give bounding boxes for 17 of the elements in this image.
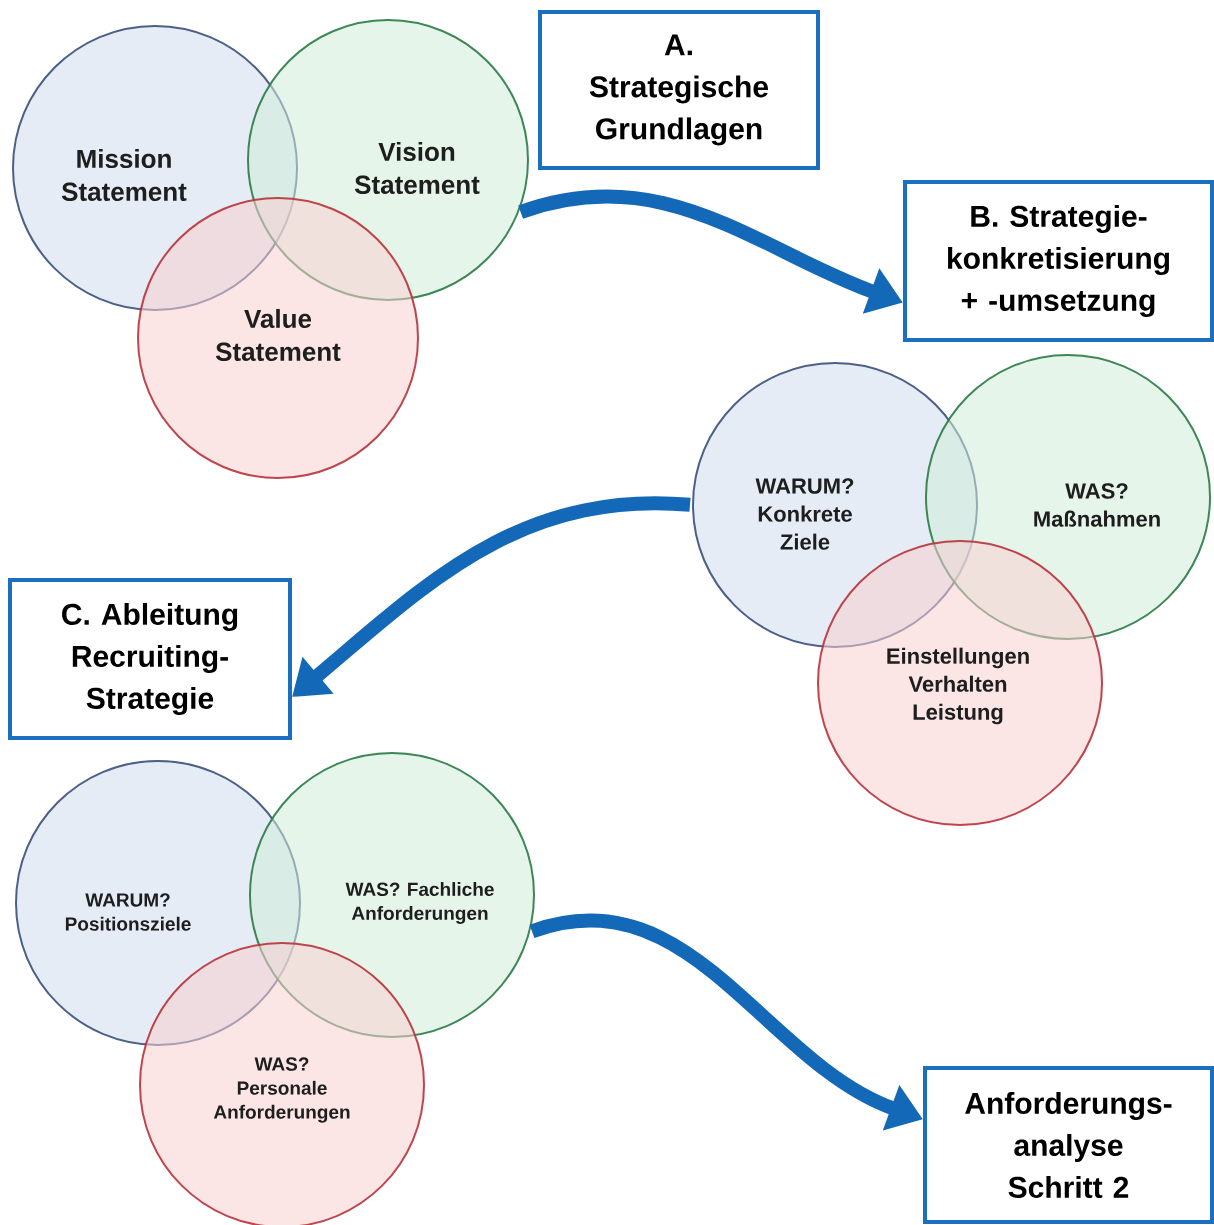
venn-circle — [139, 942, 425, 1225]
circle-label: Einstellungen Verhalten Leistung — [887, 647, 1029, 725]
circle-label: Vision Statement — [354, 141, 480, 195]
venn-circle — [249, 752, 535, 1038]
circle-label: WAS? Maßnahmen — [1034, 483, 1160, 527]
circle-label: Mission Statement — [61, 148, 187, 202]
venn-circle — [247, 19, 529, 301]
circle-label: WARUM? Konkrete Ziele — [755, 478, 854, 550]
label-box: A. Strategische Grundlagen — [538, 10, 820, 170]
label-box: C. Ableitung Recruiting-Strategie — [8, 578, 292, 740]
circle-label: WARUM? Positionsziele — [65, 893, 191, 931]
label-box: B. Strategie-konkretisierung + -umsetzung — [903, 180, 1214, 342]
label-box: Anforderungs-analyse Schritt 2 — [923, 1066, 1214, 1224]
venn-circle — [925, 354, 1211, 640]
circle-label: WAS? Fachliche Anforderungen — [345, 882, 494, 924]
circle-label: Value Statement — [215, 308, 341, 362]
circle-label: WAS? Personale Anforderungen — [213, 1057, 350, 1123]
